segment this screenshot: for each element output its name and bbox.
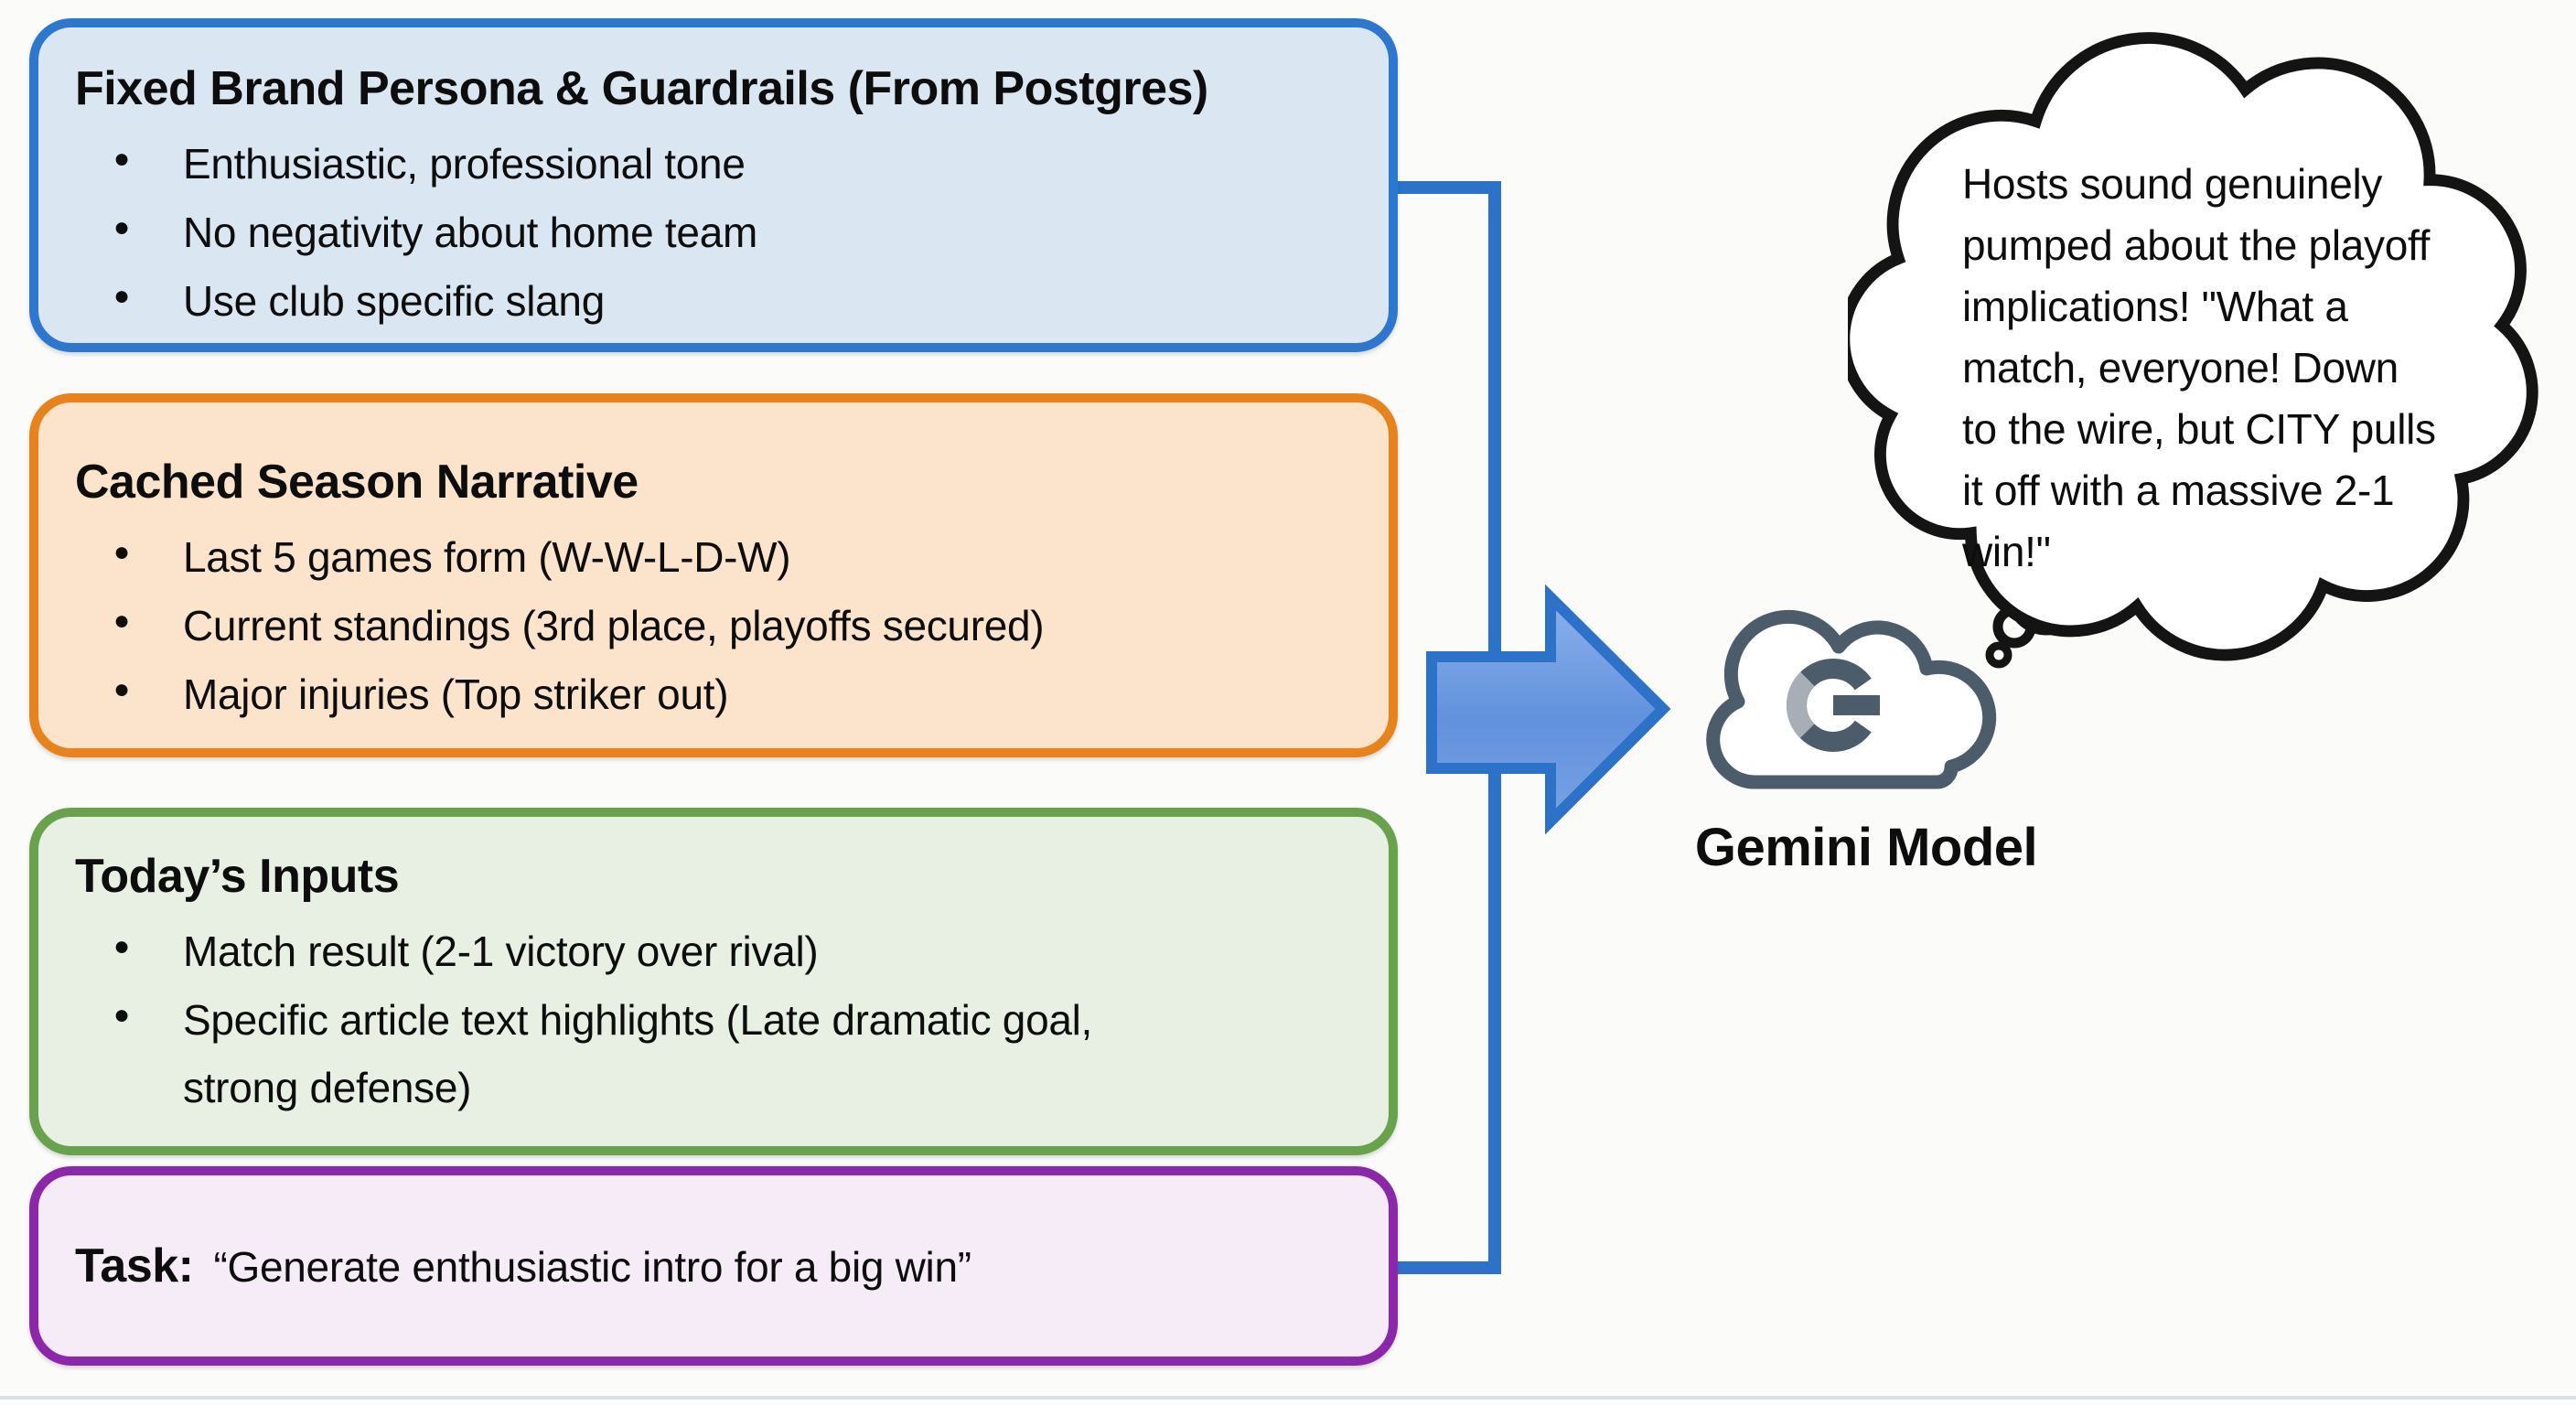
- thought-bubble-line: to the wire, but CITY pulls: [1962, 405, 2436, 453]
- bullet-label: Match result (2-1 victory over rival): [183, 928, 819, 976]
- g-letter-icon: [1787, 659, 1880, 752]
- thought-bubble: [1848, 32, 2538, 661]
- thought-bubble-text: Hosts sound genuinely pumped about the pl…: [1962, 154, 2548, 583]
- list-item: ● Match result (2-1 victory over rival): [75, 917, 1352, 986]
- list-item: ● Current standings (3rd place, playoffs…: [75, 592, 1352, 660]
- box-inputs-title: Today’s Inputs: [75, 850, 400, 903]
- list-item: ● No negativity about home team: [75, 198, 1352, 267]
- bullet-icon: ●: [113, 144, 131, 175]
- bullet-label: Enthusiastic, professional tone: [183, 140, 746, 188]
- bullet-icon: ●: [113, 537, 131, 568]
- bottom-edge-divider: [0, 1396, 2576, 1400]
- thought-bubble-line: implications! "What a: [1962, 283, 2348, 330]
- thought-bubble-line: win!": [1962, 528, 2051, 575]
- bullet-icon: ●: [113, 606, 131, 637]
- thought-bubble-line: pumped about the playoff: [1962, 221, 2431, 269]
- box-todays-inputs: Today’s Inputs ● Match result (2-1 victo…: [29, 808, 1398, 1155]
- box-brand-persona: Fixed Brand Persona & Guardrails (From P…: [29, 18, 1398, 352]
- flow-arrow-icon: [1426, 584, 1671, 835]
- thought-bubble-line: match, everyone! Down: [1962, 344, 2399, 391]
- bullet-icon: ●: [113, 212, 131, 243]
- bullet-icon: ●: [113, 674, 131, 705]
- bullet-label: Current standings (3rd place, playoffs s…: [183, 602, 1045, 650]
- thought-bubble-outline: [1848, 32, 2538, 661]
- task-text: “Generate enthusiastic intro for a big w…: [213, 1243, 971, 1291]
- bullet-label: Major injuries (Top striker out): [183, 670, 729, 719]
- box-brand-title: Fixed Brand Persona & Guardrails (From P…: [75, 62, 1208, 115]
- list-item: ● Major injuries (Top striker out): [75, 660, 1352, 729]
- bullet-icon: ●: [113, 281, 131, 312]
- list-item: ● Use club specific slang: [75, 267, 1352, 336]
- task-label: Task:: [75, 1239, 194, 1292]
- list-item: ● Enthusiastic, professional tone: [75, 130, 1352, 198]
- thought-bubble-line: Hosts sound genuinely: [1962, 160, 2383, 208]
- bullet-label: Last 5 games form (W-W-L-D-W): [183, 533, 791, 582]
- list-item: ● Last 5 games form (W-W-L-D-W): [75, 523, 1352, 592]
- box-season-bullets: ● Last 5 games form (W-W-L-D-W) ● Curren…: [75, 523, 1352, 729]
- bullet-label: Specific article text highlights (Late d…: [183, 996, 1093, 1112]
- model-label: Gemini Model: [1694, 818, 2038, 877]
- bullet-icon: ●: [113, 931, 131, 962]
- box-brand-bullets: ● Enthusiastic, professional tone ● No n…: [75, 130, 1352, 336]
- bullet-label: Use club specific slang: [183, 277, 605, 326]
- bullet-label: No negativity about home team: [183, 209, 758, 257]
- bullet-icon: ●: [113, 1000, 131, 1031]
- gemini-cloud-icon: [1706, 609, 1997, 789]
- list-item: ● Specific article text highlights (Late…: [75, 986, 1352, 1121]
- box-season-narrative: Cached Season Narrative ● Last 5 games f…: [29, 393, 1398, 757]
- box-inputs-bullets: ● Match result (2-1 victory over rival) …: [75, 917, 1352, 1121]
- box-season-title: Cached Season Narrative: [75, 456, 639, 509]
- thought-bubble-line: it off with a massive 2-1: [1962, 467, 2395, 514]
- box-task: Task: “Generate enthusiastic intro for a…: [29, 1166, 1398, 1366]
